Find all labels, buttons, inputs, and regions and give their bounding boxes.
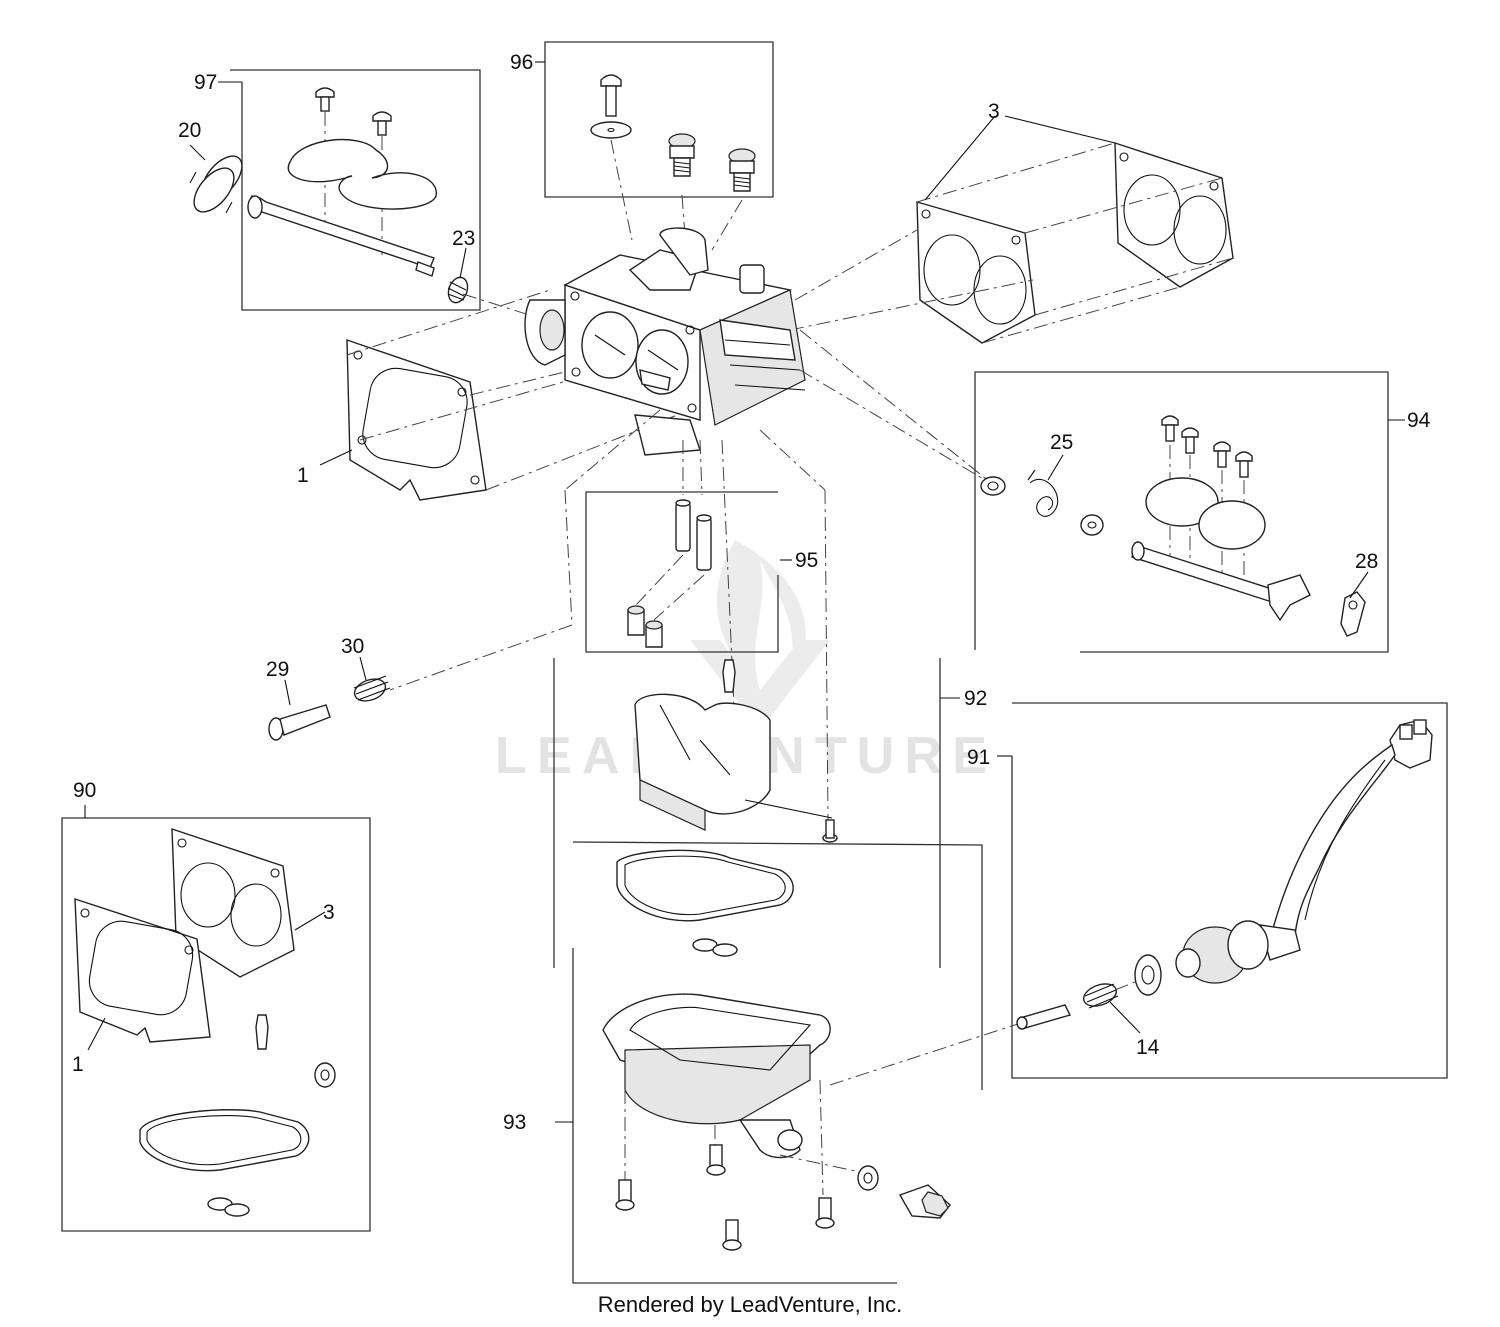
kit-95-box [585,491,779,653]
kit-94-box [974,371,1405,653]
callout-91: 91 [967,746,990,769]
oring-part [207,1197,250,1217]
kit-97-box [218,69,481,311]
main-jet-part [675,499,712,571]
kit-91-box [997,702,1448,1079]
float-part [634,659,838,843]
callout-30: 30 [341,635,364,658]
screw-part [590,74,632,139]
mixture-screw-part [728,148,756,192]
choke-shaft-part [247,195,435,277]
callout-3-kit: 3 [323,901,335,924]
drain-bolt-part [898,1184,951,1219]
bowl-screw-part [615,1144,835,1251]
float-needle-part [255,1014,269,1050]
screw-part [822,819,838,843]
choke-spring-part [447,276,469,304]
gasket-3-front [789,142,1234,344]
float-needle-part [722,659,736,693]
kit-92-bracket [553,658,941,968]
callout-23: 23 [452,227,475,250]
jet-fitting-part [627,605,663,648]
screw-part [372,111,392,136]
mixture-screw-part [668,133,696,177]
callout-97: 97 [194,71,217,94]
callout-3-top: 3 [988,100,1000,123]
bowl-gasket-part [139,1109,310,1172]
callout-28: 28 [1355,550,1378,573]
callout-96: 96 [510,51,533,74]
throttle-shaft-part [1131,541,1311,622]
callout-20: 20 [178,119,201,142]
callout-29: 29 [266,658,289,681]
ring-seal-part [189,155,243,214]
choke-plate-part [287,138,437,210]
washer-part [314,1062,336,1088]
fuel-solenoid-part [1175,719,1433,984]
screw-part [315,87,335,112]
callout-labels: 97 96 20 23 3 1 94 25 28 95 29 30 92 91 … [72,51,1431,1134]
footer-credit: Rendered by LeadVenture, Inc. [597,1292,903,1317]
callout-90: 90 [73,779,96,802]
bowl-gasket-part [616,849,794,922]
screw-part [1161,415,1253,478]
kit-96-box [535,41,774,251]
throttle-spring-part [1027,469,1059,517]
callout-1-top: 1 [297,464,309,487]
callout-25: 25 [1050,431,1073,454]
callout-93: 93 [503,1111,526,1134]
idle-screw-part [268,704,331,741]
kit-93-box [555,841,1031,1284]
callout-leaders [87,115,1369,1051]
idle-spring-part [353,675,391,702]
throttle-plate-part [1145,477,1266,550]
carburetor-body-part [524,227,806,456]
throttle-lever-clip-part [1340,591,1366,637]
oring-part [692,938,738,957]
washer-part [980,476,1006,496]
washer-part [1134,954,1162,996]
callout-14: 14 [1136,1036,1160,1059]
callout-1-kit: 1 [72,1053,84,1076]
washer-part [1080,514,1104,536]
callout-94: 94 [1407,409,1431,432]
washer-part [857,1165,879,1191]
plunger-part [1016,1004,1072,1030]
callout-95: 95 [795,549,818,572]
gasket-3-kit-part [171,828,295,978]
gasket-1-main [346,289,691,501]
gasket-1-kit-part [74,898,211,1043]
callout-92: 92 [964,687,987,710]
float-bowl-part [602,993,831,1159]
kit-90-box [61,805,371,1232]
